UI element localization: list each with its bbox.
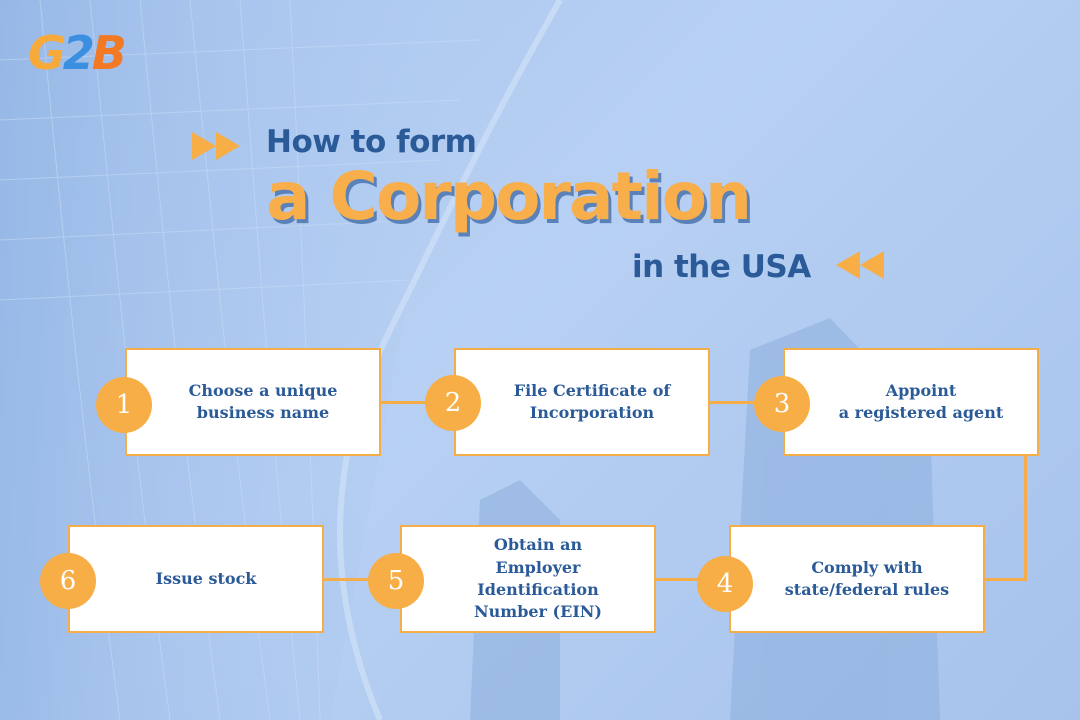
step-label-5: Obtain an Employer Identification Number… bbox=[474, 535, 602, 622]
step-box-5: Obtain an Employer Identification Number… bbox=[400, 525, 656, 633]
connector-5-6 bbox=[323, 578, 403, 581]
step-number-1: 1 bbox=[96, 377, 152, 433]
connector-to-4 bbox=[984, 578, 1027, 581]
g2b-logo: G2B bbox=[28, 30, 127, 76]
step-label-2: File Certificate of Incorporation bbox=[513, 380, 671, 422]
step-label-6: Issue stock bbox=[155, 568, 257, 588]
title-line-3: in the USA bbox=[632, 249, 811, 285]
connector-1-2 bbox=[380, 401, 456, 404]
step-number-5: 5 bbox=[368, 553, 424, 609]
step-box-4: Comply with state/federal rules bbox=[729, 525, 985, 633]
step-label-3: Appoint a registered agent bbox=[838, 380, 1004, 422]
step-number-3: 3 bbox=[754, 376, 810, 432]
step-box-6: Issue stock bbox=[68, 525, 324, 633]
step-box-2: File Certificate of Incorporation bbox=[454, 348, 710, 456]
rewind-icon bbox=[836, 251, 884, 279]
fast-forward-icon bbox=[192, 132, 240, 160]
step-number-2: 2 bbox=[425, 375, 481, 431]
connector-2-3 bbox=[709, 401, 785, 404]
title-main: a Corporation bbox=[266, 158, 752, 235]
logo-letter-b: B bbox=[91, 26, 127, 80]
title-line-1: How to form bbox=[266, 124, 477, 160]
step-label-4: Comply with state/federal rules bbox=[784, 557, 950, 599]
connector-4-5 bbox=[655, 578, 731, 581]
step-box-3: Appoint a registered agent bbox=[783, 348, 1039, 456]
connector-3-down bbox=[1024, 455, 1027, 581]
step-number-6: 6 bbox=[40, 553, 96, 609]
logo-letter-g: G bbox=[28, 26, 66, 80]
step-number-4: 4 bbox=[697, 556, 753, 612]
step-box-1: Choose a unique business name bbox=[125, 348, 381, 456]
step-label-1: Choose a unique business name bbox=[188, 380, 338, 422]
logo-digit-2: 2 bbox=[62, 26, 95, 80]
